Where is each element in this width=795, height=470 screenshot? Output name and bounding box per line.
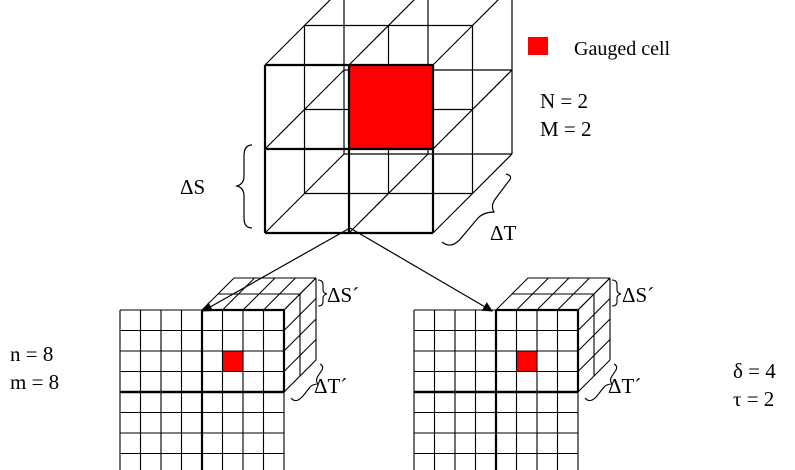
- fine-n-label: n = 8: [10, 342, 53, 366]
- cube-depth-line: [264, 0, 331, 66]
- delta-t-label: ΔT: [490, 221, 517, 245]
- tau-param-label: τ = 2: [733, 387, 774, 411]
- delta-s-prime-label-right: ΔS´: [622, 283, 654, 307]
- delta-s-brace: [234, 144, 253, 229]
- coarse-m-label: M = 2: [540, 117, 592, 141]
- gauged-cell-legend-swatch: [528, 37, 548, 55]
- cube-depth-line: [348, 153, 429, 234]
- delta-s-prime-label-left: ΔS´: [327, 283, 359, 307]
- coarse-grid-cube: [263, 0, 513, 235]
- delta-t-brace: [441, 173, 512, 246]
- fine-gauged-cell: [516, 351, 537, 372]
- cube-depth-line: [432, 153, 513, 234]
- delta-t-prime-label-right: ΔT´: [608, 374, 641, 398]
- delta-s-prime-brace-left: [317, 279, 328, 307]
- cube-depth-line: [432, 69, 513, 150]
- arrow-to-right-grid: [349, 227, 493, 312]
- coarse-n-label: N = 2: [540, 89, 588, 113]
- cube-depth-line: [264, 69, 345, 150]
- delta-t-prime-brace-right: [584, 363, 618, 402]
- fine-grid-right: [413, 277, 611, 470]
- cube-depth-line: [432, 0, 499, 66]
- delta-s-label: ΔS: [180, 175, 205, 199]
- gauged-cell-legend-label: Gauged cell: [574, 38, 671, 60]
- delta-param-label: δ = 4: [733, 359, 776, 383]
- fine-grid-left: [119, 277, 317, 470]
- delta-t-prime-label-left: ΔT´: [314, 374, 347, 398]
- coarse-gauged-cell: [348, 64, 434, 150]
- fine-gauged-cell: [222, 351, 243, 372]
- delta-t-prime-brace-left: [290, 363, 324, 402]
- fine-m-label: m = 8: [10, 370, 59, 394]
- delta-s-prime-brace-right: [611, 279, 622, 307]
- cube-depth-line: [264, 153, 345, 234]
- cube-depth-line: [348, 0, 415, 66]
- arrow-to-left-grid: [202, 227, 351, 312]
